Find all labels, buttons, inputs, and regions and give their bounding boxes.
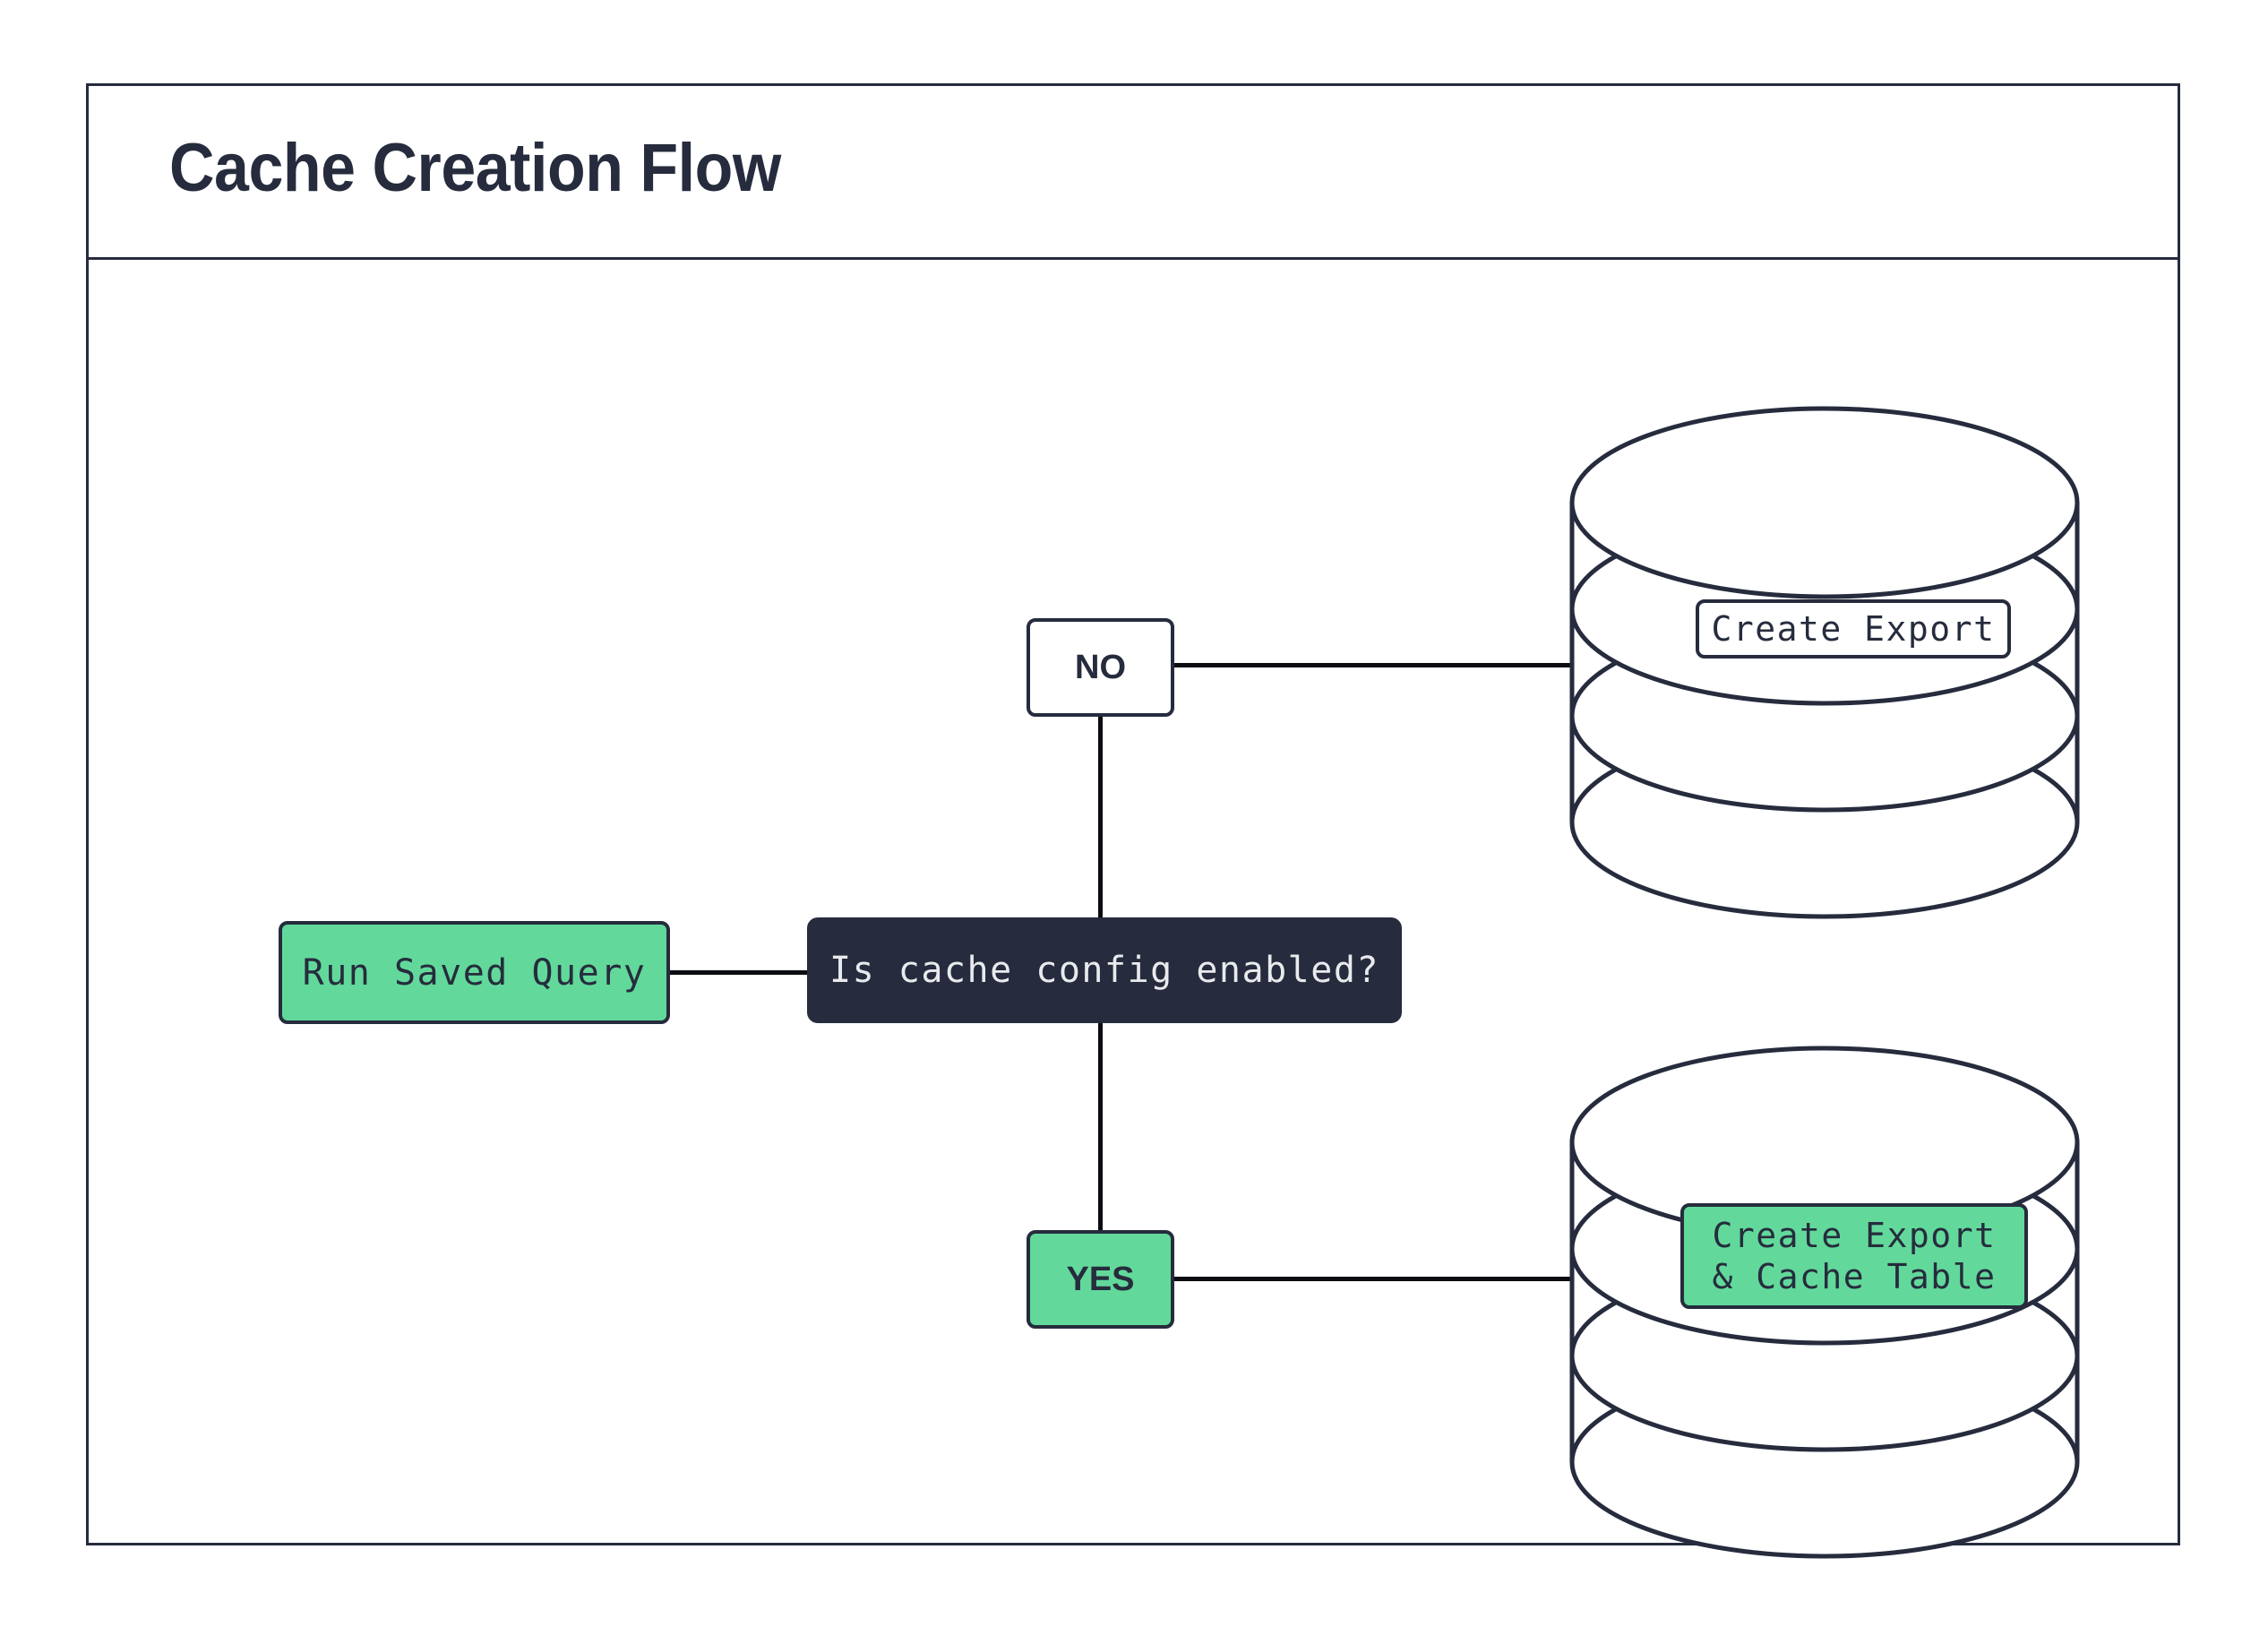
edge-decision-to-yes: [1098, 1020, 1103, 1235]
edge-no-to-database-top: [1171, 663, 1570, 667]
branch-label-no-text: NO: [1075, 648, 1126, 686]
database-bottom-label: Create Export & Cache Table: [1680, 1203, 2028, 1309]
node-run-saved-query[interactable]: Run Saved Query: [279, 921, 670, 1024]
database-cylinder-top[interactable]: [1565, 406, 2084, 946]
database-cylinder-top-shape: [1569, 406, 2080, 919]
branch-label-yes-text: YES: [1066, 1260, 1135, 1298]
diagram-frame: Cache Creation Flow: [86, 83, 2180, 1559]
database-bottom-label-line2: & Cache Table: [1712, 1257, 1997, 1296]
edge-yes-to-database-bottom: [1171, 1277, 1570, 1281]
diagram-header: Cache Creation Flow: [89, 86, 2178, 260]
page-title: Cache Creation Flow: [169, 130, 781, 206]
database-top-label-text: Create Export: [1711, 608, 1996, 649]
node-cache-config-decision-label: Is cache config enabled?: [829, 950, 1379, 991]
node-run-saved-query-label: Run Saved Query: [302, 951, 647, 994]
edge-decision-to-no: [1098, 712, 1103, 923]
branch-label-yes[interactable]: YES: [1027, 1230, 1174, 1329]
database-cylinder-bottom[interactable]: [1565, 1046, 2084, 1586]
edge-start-to-decision: [666, 970, 812, 975]
database-top-label: Create Export: [1696, 599, 2011, 659]
node-cache-config-decision[interactable]: Is cache config enabled?: [807, 917, 1402, 1023]
database-cylinder-bottom-shape: [1569, 1046, 2080, 1559]
flowchart-body: Create Export Create Export &: [89, 260, 2178, 1559]
database-bottom-label-line1: Create Export: [1712, 1215, 1997, 1255]
branch-label-no[interactable]: NO: [1027, 618, 1174, 717]
